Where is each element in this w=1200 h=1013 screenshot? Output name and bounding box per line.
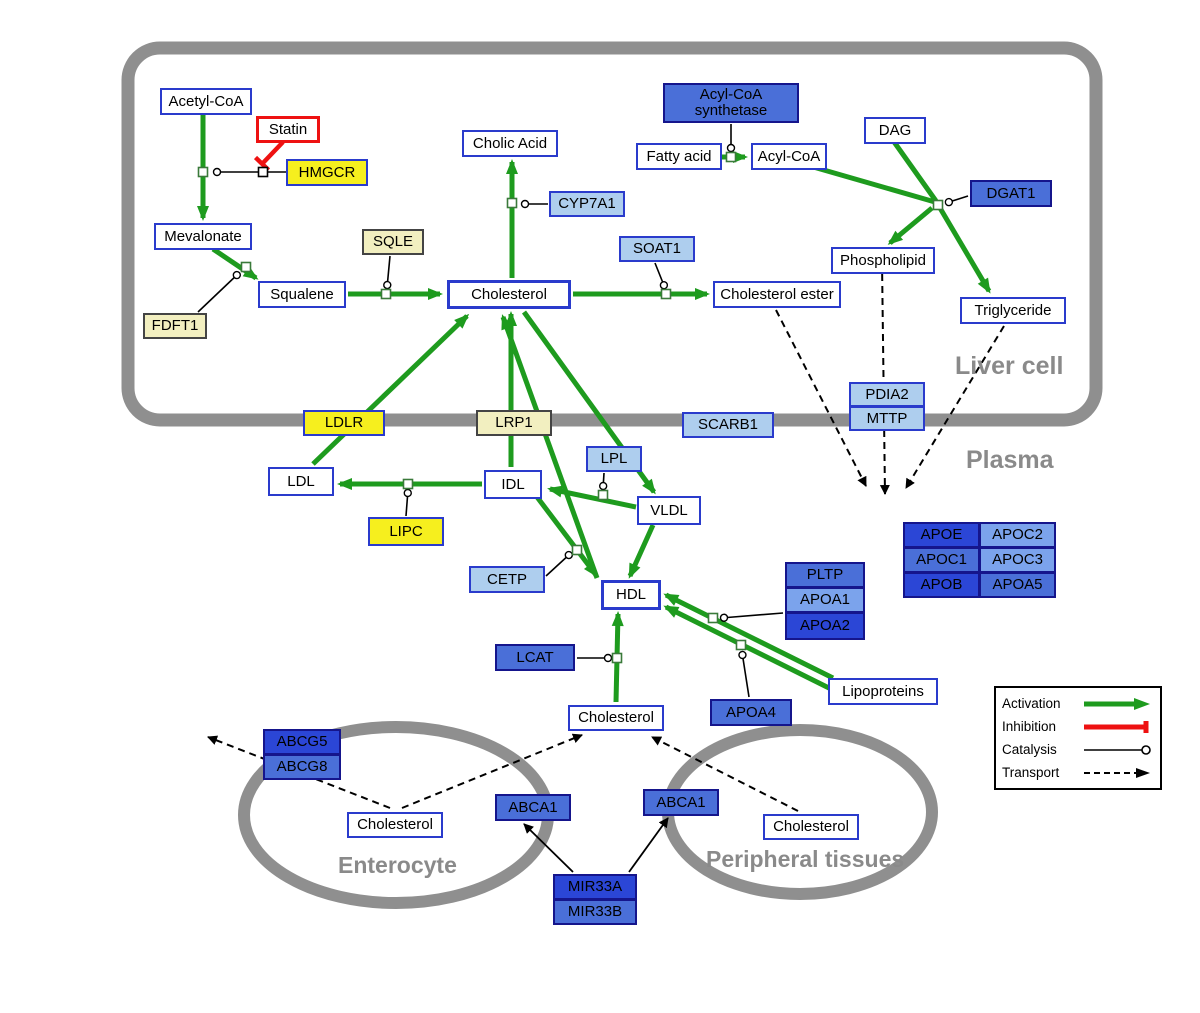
node-acyl-coa-synthetase[interactable]: Acyl-CoA synthetase	[663, 83, 799, 123]
node-apoc1[interactable]: APOC1	[903, 547, 980, 573]
node-apoa2[interactable]: APOA2	[785, 612, 865, 640]
node-phospholipid[interactable]: Phospholipid	[831, 247, 935, 274]
node-triglyceride[interactable]: Triglyceride	[960, 297, 1066, 324]
node-cyp7a1[interactable]: CYP7A1	[549, 191, 625, 217]
node-apoa1[interactable]: APOA1	[785, 587, 865, 613]
node-dag[interactable]: DAG	[864, 117, 926, 144]
node-apoe[interactable]: APOE	[903, 522, 980, 548]
node-soat1[interactable]: SOAT1	[619, 236, 695, 262]
node-squalene[interactable]: Squalene	[258, 281, 346, 308]
node-lpl[interactable]: LPL	[586, 446, 642, 472]
node-abcg8[interactable]: ABCG8	[263, 754, 341, 780]
node-apoa4[interactable]: APOA4	[710, 699, 792, 726]
node-cholesterol-plasma[interactable]: Cholesterol	[568, 705, 664, 731]
node-apob[interactable]: APOB	[903, 572, 980, 598]
inhibition-tbar-icon	[1084, 720, 1149, 733]
node-cholesterol-enterocyte[interactable]: Cholesterol	[347, 812, 443, 838]
peripheral-tissues-label: Peripheral tissues	[706, 846, 905, 872]
node-cholesterol-ester[interactable]: Cholesterol ester	[713, 281, 841, 308]
node-abca1-peripheral[interactable]: ABCA1	[643, 789, 719, 816]
node-abcg5[interactable]: ABCG5	[263, 729, 341, 755]
node-apoc2[interactable]: APOC2	[979, 522, 1056, 548]
node-scarb1[interactable]: SCARB1	[682, 412, 774, 438]
legend-row-inhibition: Inhibition	[1002, 715, 1154, 738]
liver-cell-membrane	[121, 41, 1103, 427]
node-lipoproteins[interactable]: Lipoproteins	[828, 678, 938, 705]
legend-row-catalysis: Catalysis	[1002, 738, 1154, 761]
node-vldl[interactable]: VLDL	[637, 496, 701, 525]
enterocyte-label: Enterocyte	[338, 852, 457, 878]
node-cetp[interactable]: CETP	[469, 566, 545, 593]
node-mevalonate[interactable]: Mevalonate	[154, 223, 252, 250]
node-hdl[interactable]: HDL	[601, 580, 661, 610]
node-lrp1[interactable]: LRP1	[476, 410, 552, 436]
node-ldl[interactable]: LDL	[268, 467, 334, 496]
node-mttp[interactable]: MTTP	[849, 406, 925, 431]
legend-catalysis-label: Catalysis	[1002, 742, 1057, 757]
node-mir33b[interactable]: MIR33B	[553, 899, 637, 925]
node-pdia2[interactable]: PDIA2	[849, 382, 925, 407]
node-pltp[interactable]: PLTP	[785, 562, 865, 588]
node-lipc[interactable]: LIPC	[368, 517, 444, 546]
process-nodes	[197, 151, 944, 664]
node-dgat1[interactable]: DGAT1	[970, 180, 1052, 207]
node-apoa5[interactable]: APOA5	[979, 572, 1056, 598]
node-hmgcr[interactable]: HMGCR	[286, 159, 368, 186]
legend-row-activation: Activation	[1002, 692, 1154, 715]
activation-arrow-icon	[1084, 697, 1150, 710]
catalysis-edges	[197, 124, 969, 698]
node-apoc3[interactable]: APOC3	[979, 547, 1056, 573]
node-fdft1[interactable]: FDFT1	[143, 313, 207, 339]
node-acetyl-coa[interactable]: Acetyl-CoA	[160, 88, 252, 115]
node-sqle[interactable]: SQLE	[362, 229, 424, 255]
node-lcat[interactable]: LCAT	[495, 644, 575, 671]
legend: Activation Inhibition Catalysis Transpor…	[994, 686, 1162, 790]
node-ldlr[interactable]: LDLR	[303, 410, 385, 436]
legend-inhibition-label: Inhibition	[1002, 719, 1057, 734]
transport-dashed-arrow-icon	[1084, 767, 1150, 778]
legend-activation-label: Activation	[1002, 696, 1061, 711]
node-acyl-coa[interactable]: Acyl-CoA	[751, 143, 827, 170]
catalysis-circle-icon	[1084, 744, 1151, 755]
liver-cell-label: Liver cell	[955, 352, 1064, 380]
node-fatty-acid[interactable]: Fatty acid	[636, 143, 722, 170]
node-cholesterol-peripheral[interactable]: Cholesterol	[763, 814, 859, 840]
node-idl[interactable]: IDL	[484, 470, 542, 499]
node-cholesterol-liver[interactable]: Cholesterol	[447, 280, 571, 309]
legend-row-transport: Transport	[1002, 761, 1154, 784]
mirna-regulation-edges	[523, 817, 669, 873]
node-statin[interactable]: Statin	[256, 116, 320, 143]
legend-transport-label: Transport	[1002, 765, 1060, 780]
node-abca1-enterocyte[interactable]: ABCA1	[495, 794, 571, 821]
plasma-label: Plasma	[966, 446, 1054, 474]
node-mir33a[interactable]: MIR33A	[553, 874, 637, 900]
node-cholic-acid[interactable]: Cholic Acid	[462, 130, 558, 157]
